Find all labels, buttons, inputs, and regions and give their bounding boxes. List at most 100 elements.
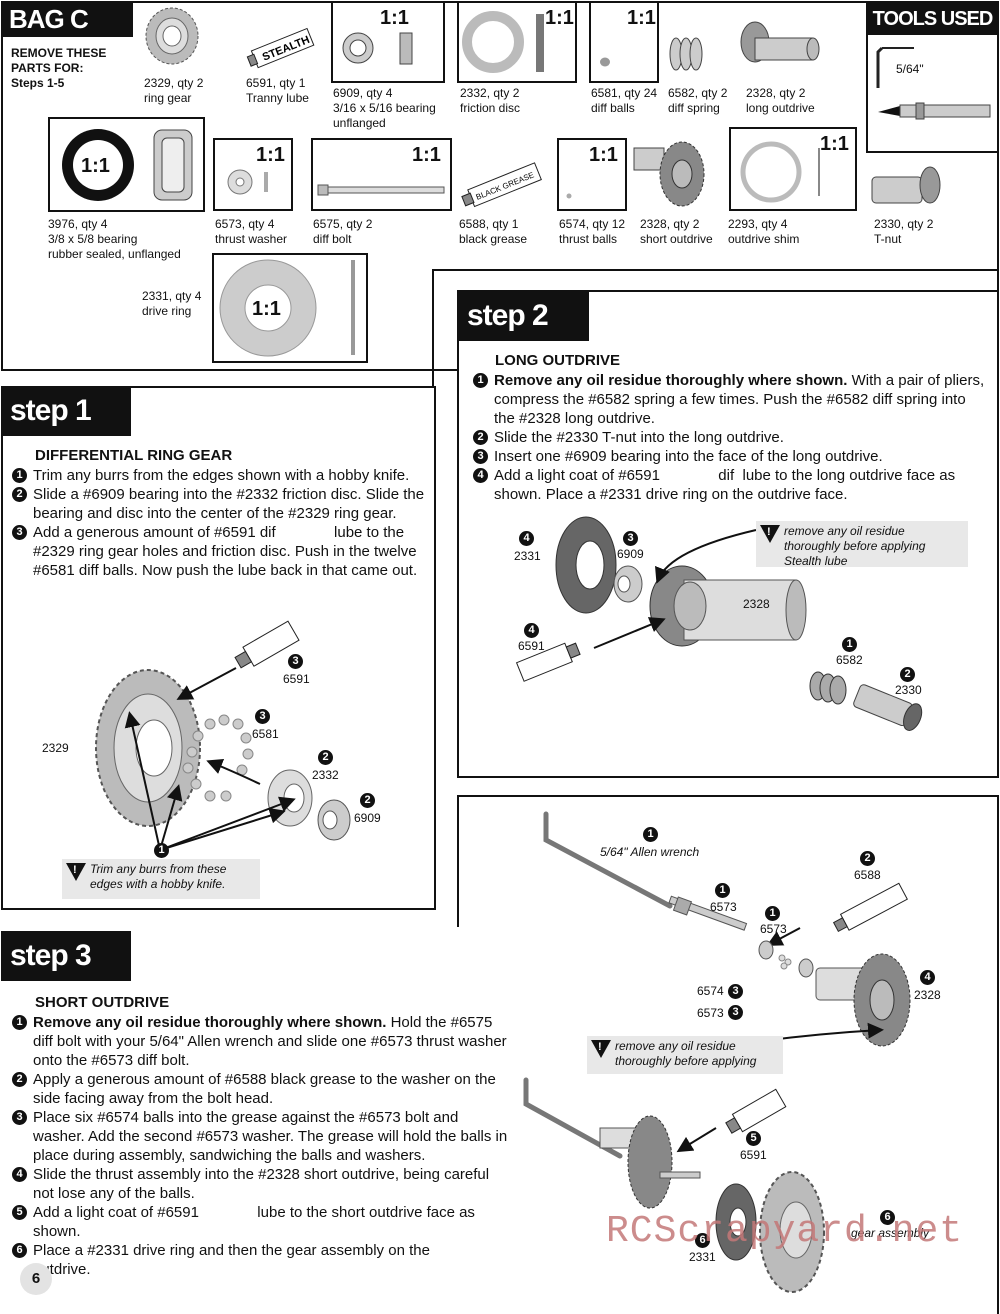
step3-frame <box>457 795 999 797</box>
ring-gear-icon <box>145 7 199 65</box>
step2-title: LONG OUTDRIVE <box>495 352 621 369</box>
step1-panel <box>1 386 436 910</box>
scale-label: 1:1 <box>545 7 574 29</box>
label-6582: 6582 <box>836 653 863 667</box>
step-bubble: 3 <box>288 654 303 669</box>
stealth-lube-tube-icon: STEALTH <box>246 27 315 69</box>
step3-tag: step 3 <box>1 931 131 981</box>
watermark: RCScrapyard.net <box>606 1210 964 1253</box>
label-6591: 6591 <box>740 1148 767 1162</box>
step-bubble: 2 <box>900 667 915 682</box>
tools-title: TOOLS USED <box>868 3 997 35</box>
step1-title: DIFFERENTIAL RING GEAR <box>35 447 233 464</box>
label-gear-assembly: gear assembly <box>851 1226 930 1240</box>
step-bubble: 4 <box>519 531 534 546</box>
outdrive-shim-icon <box>740 141 820 203</box>
t-nut-icon <box>871 166 941 204</box>
wrench-assembly <box>523 1077 701 1209</box>
step3-frame <box>457 795 459 927</box>
step-bubble: 4 <box>920 970 935 985</box>
thrust-washer-icon <box>227 169 268 195</box>
step2-warning: ! remove any oil residue thoroughly befo… <box>756 521 968 568</box>
diff-spring-6582 <box>809 671 847 705</box>
step-bubble: 3 <box>728 1005 743 1020</box>
step-bubble: 2 <box>860 851 875 866</box>
long-outdrive-2328 <box>649 565 807 647</box>
scale-label: 1:1 <box>252 298 281 320</box>
lube-tube <box>515 642 581 682</box>
friction-disc-icon <box>462 11 544 73</box>
allen-wrench <box>543 811 673 909</box>
diff-spring-icon <box>669 37 703 71</box>
step2-outer-frame <box>432 269 999 271</box>
bearing-6909 <box>613 565 643 603</box>
label-2332: 2332 <box>312 768 339 782</box>
step-bubble: 2 <box>318 750 333 765</box>
friction-disc-2332 <box>267 769 313 827</box>
step-bubble: 6 <box>880 1210 895 1225</box>
lube-tube <box>234 620 300 669</box>
part-thumb-6573 <box>213 138 293 211</box>
part-thumb-6581 <box>589 1 659 83</box>
gear-assembly <box>759 1171 825 1293</box>
diff-bolt-icon <box>317 184 445 196</box>
step2-tag: step 2 <box>457 290 589 341</box>
sealed-bearing-icon: 1:1 <box>62 129 193 201</box>
label-6909: 6909 <box>354 811 381 825</box>
scale-label: 1:1 <box>589 144 618 166</box>
allen-wrench-icon <box>876 46 914 88</box>
step-bubble: 3 <box>255 709 270 724</box>
bag-intro: REMOVE THESE PARTS FOR: Steps 1-5 <box>11 46 107 90</box>
scale-label: 1:1 <box>820 133 849 155</box>
label-2330: 2330 <box>895 683 922 697</box>
label-2331: 2331 <box>514 549 541 563</box>
label-6574: 6574 <box>697 984 724 998</box>
grease-tube <box>832 882 908 933</box>
scale-label: 1:1 <box>81 155 110 177</box>
drive-ring-icon: 1:1 <box>219 259 355 357</box>
warning-icon: ! <box>760 525 780 543</box>
scale-label: 1:1 <box>380 7 409 29</box>
bearing-6909 <box>317 799 351 841</box>
label-2328: 2328 <box>914 988 941 1002</box>
label-allen-wrench: 5/64" Allen wrench <box>600 845 700 859</box>
step3-frame <box>997 795 999 1314</box>
diff-balls <box>182 714 254 802</box>
label-6573-washer: 6573 <box>760 922 787 936</box>
label-2331: 2331 <box>689 1250 716 1264</box>
step-bubble: 2 <box>360 793 375 808</box>
label-2329: 2329 <box>42 741 69 755</box>
step-bubble: 1 <box>765 906 780 921</box>
step-bubble: 3 <box>728 984 743 999</box>
step-bubble: 3 <box>623 531 638 546</box>
warning-icon: ! <box>66 863 86 881</box>
washer-and-balls <box>758 940 814 978</box>
thrust-ball-icon <box>566 193 572 199</box>
lube-tube <box>725 1088 787 1134</box>
scale-label: 1:1 <box>256 144 285 166</box>
short-outdrive-icon <box>633 141 705 207</box>
step-bubble: 6 <box>695 1233 710 1248</box>
